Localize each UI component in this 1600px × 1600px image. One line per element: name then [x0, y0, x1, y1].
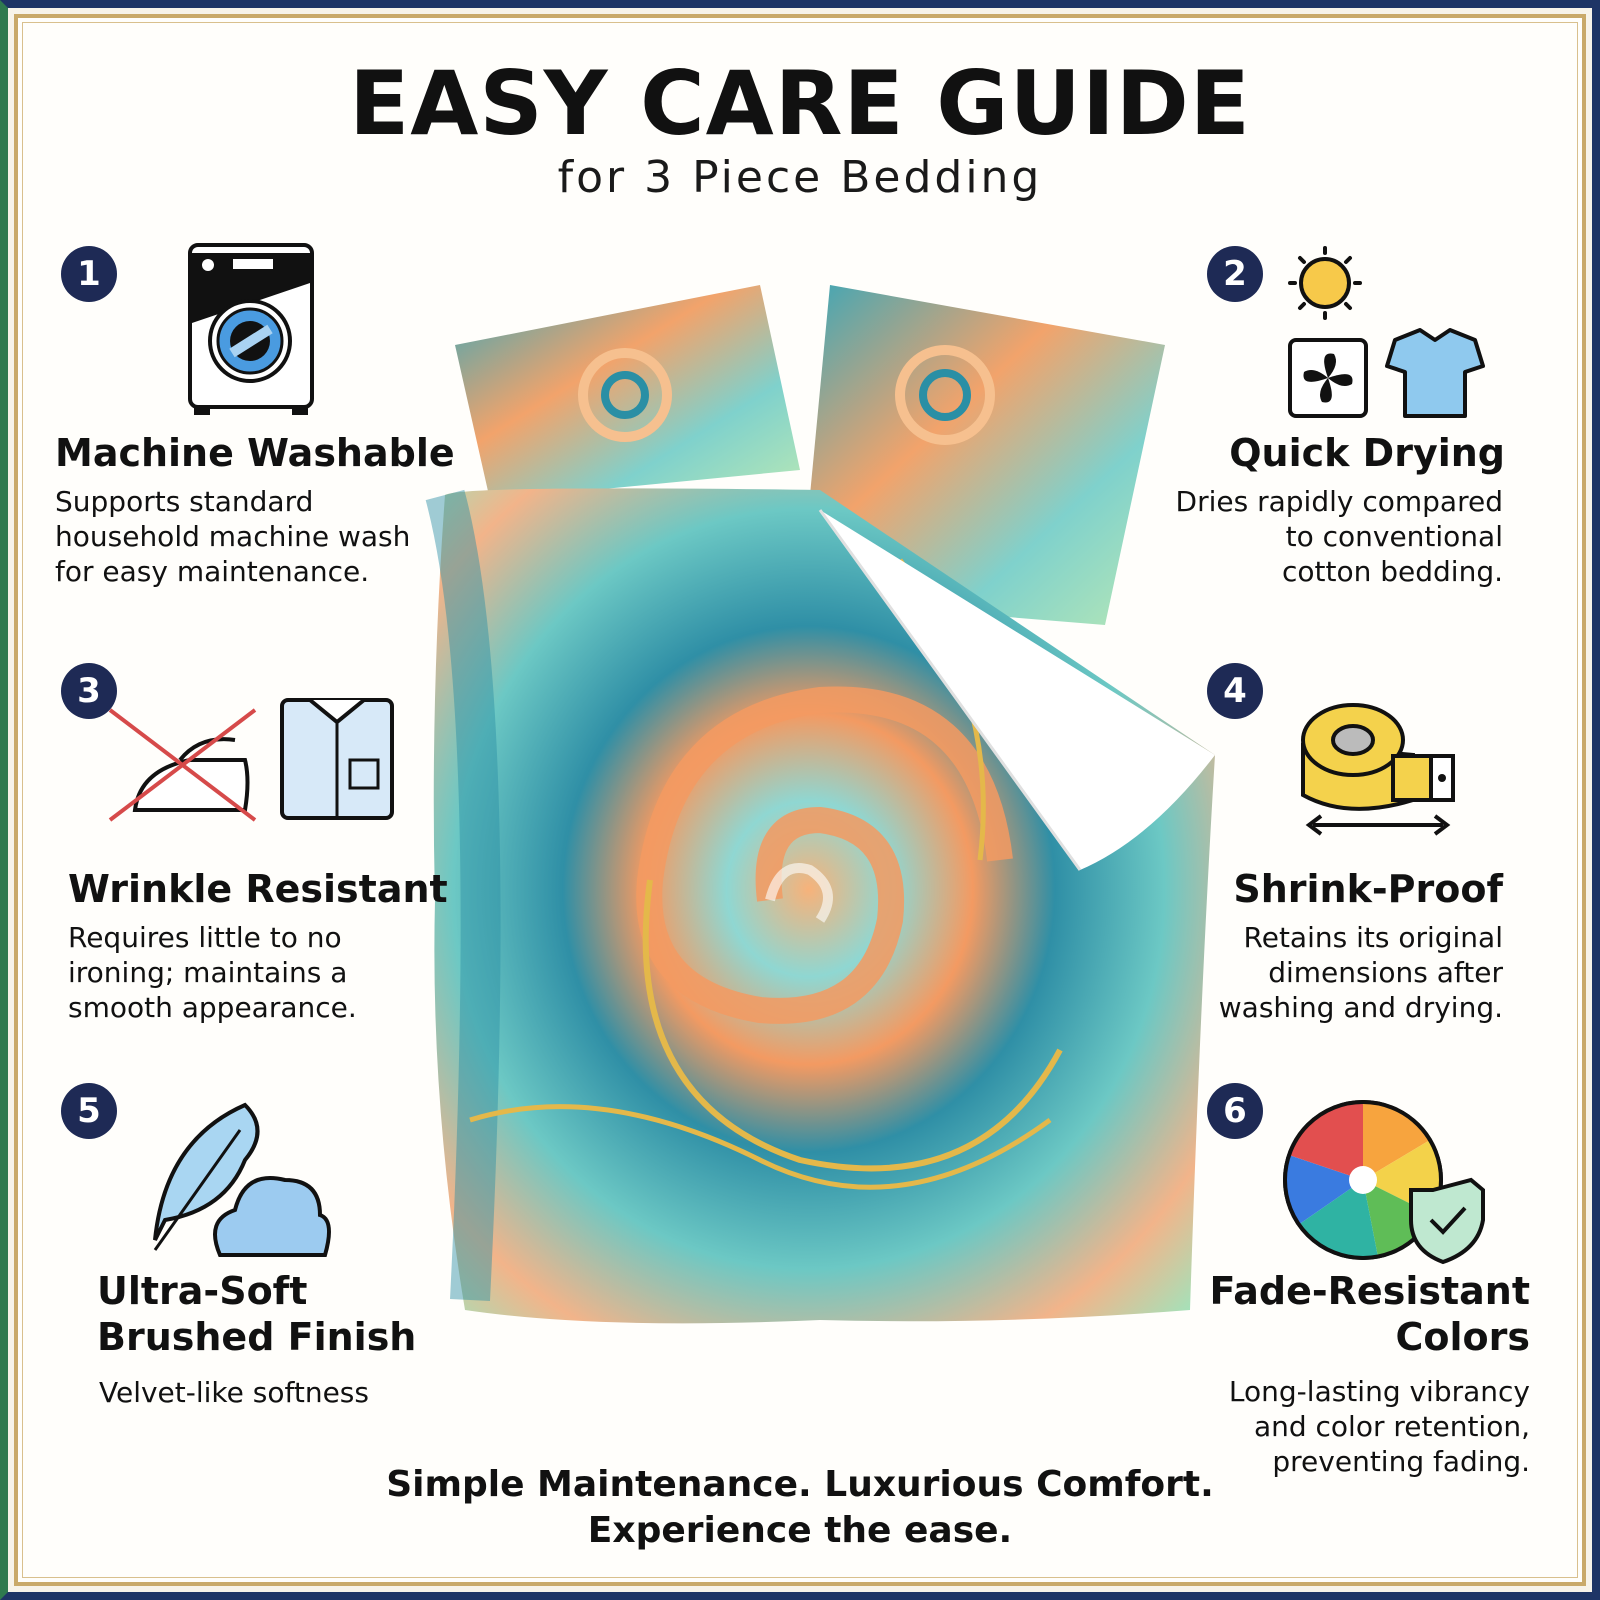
- feature-title-2: Quick Drying: [1229, 431, 1505, 475]
- footer-tagline: Simple Maintenance. Luxurious Comfort. E…: [300, 1462, 1300, 1554]
- washing-machine-icon: [188, 243, 314, 415]
- no-iron-shirt-icon: [108, 698, 394, 822]
- feature-desc-3: Requires little to no ironing; maintains…: [68, 921, 357, 1024]
- feature-number-4: 4: [1207, 663, 1263, 719]
- feature-number-5: 5: [61, 1083, 117, 1139]
- inner-frame-line: [22, 22, 1578, 1578]
- footer-line-1: Simple Maintenance. Luxurious Comfort.: [386, 1464, 1214, 1505]
- feature-desc-5: Velvet-like softness: [99, 1376, 369, 1409]
- page-subtitle: for 3 Piece Bedding: [557, 152, 1043, 203]
- page-title: EASY CARE GUIDE: [349, 52, 1251, 155]
- feature-number-1: 1: [61, 246, 117, 302]
- duvet-fold: [820, 510, 1215, 870]
- sun-fan-shirt-icon: [1288, 246, 1485, 418]
- feature-desc-2: Dries rapidly compared to conventional c…: [1175, 485, 1503, 588]
- feature-number-2: 2: [1207, 246, 1263, 302]
- left-pillow: [455, 285, 800, 500]
- feature-desc-4: Retains its original dimensions after wa…: [1218, 921, 1503, 1024]
- feature-title-5: Ultra-Soft Brushed Finish: [97, 1269, 417, 1359]
- feature-title-6: Fade-Resistant Colors: [1209, 1269, 1530, 1359]
- feather-cloud-icon: [153, 1102, 331, 1257]
- feature-number-6: 6: [1207, 1083, 1263, 1139]
- feature-number-3: 3: [61, 663, 117, 719]
- footer-line-2: Experience the ease.: [587, 1510, 1013, 1551]
- feature-title-3: Wrinkle Resistant: [68, 867, 448, 911]
- color-wheel-shield-icon: [1283, 1100, 1485, 1265]
- measuring-tape-icon: [1301, 703, 1455, 836]
- feature-title-4: Shrink-Proof: [1233, 867, 1503, 911]
- feature-title-1: Machine Washable: [55, 431, 455, 475]
- feature-desc-1: Supports standard household machine wash…: [55, 485, 411, 588]
- feature-desc-6: Long-lasting vibrancy and color retentio…: [1228, 1375, 1530, 1478]
